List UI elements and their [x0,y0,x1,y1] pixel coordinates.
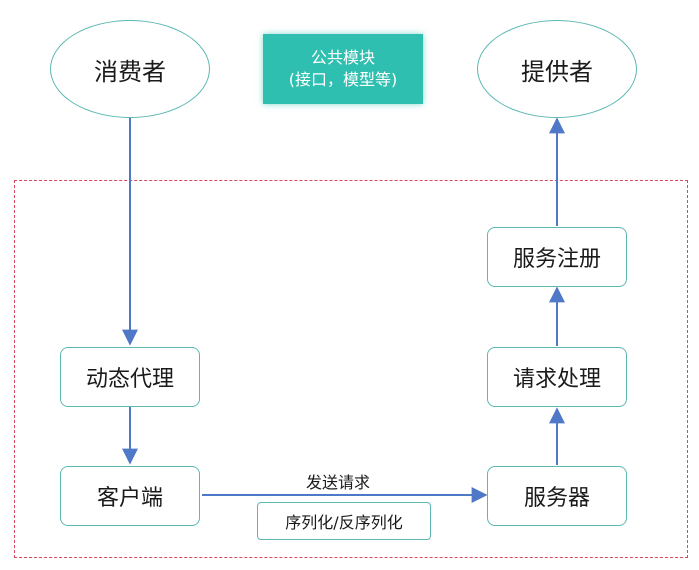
serialization-box: 序列化/反序列化 [257,502,431,540]
dynamic-proxy-label: 动态代理 [85,367,174,392]
common-module-node: 公共模块 (接口，模型等) [263,34,423,104]
server-label: 服务器 [523,486,590,511]
consumer-label: 消费者 [94,57,166,86]
common-module-label-line1: 公共模块 [310,48,375,67]
dynamic-proxy-node: 动态代理 [60,347,200,407]
consumer-node: 消费者 [50,20,210,118]
request-handling-node: 请求处理 [487,347,627,407]
provider-label: 提供者 [521,57,593,86]
client-node: 客户端 [60,466,200,526]
provider-node: 提供者 [477,20,637,118]
serialization-label: 序列化/反序列化 [285,513,403,532]
client-label: 客户端 [96,486,163,511]
service-registry-label: 服务注册 [512,247,601,272]
rpc-framework-frame [14,180,688,558]
service-registry-node: 服务注册 [487,227,627,287]
server-node: 服务器 [487,466,627,526]
send-request-label: 发送请求 [306,473,371,492]
request-handling-label: 请求处理 [512,367,601,392]
common-module-label-line2: (接口，模型等) [288,70,398,89]
